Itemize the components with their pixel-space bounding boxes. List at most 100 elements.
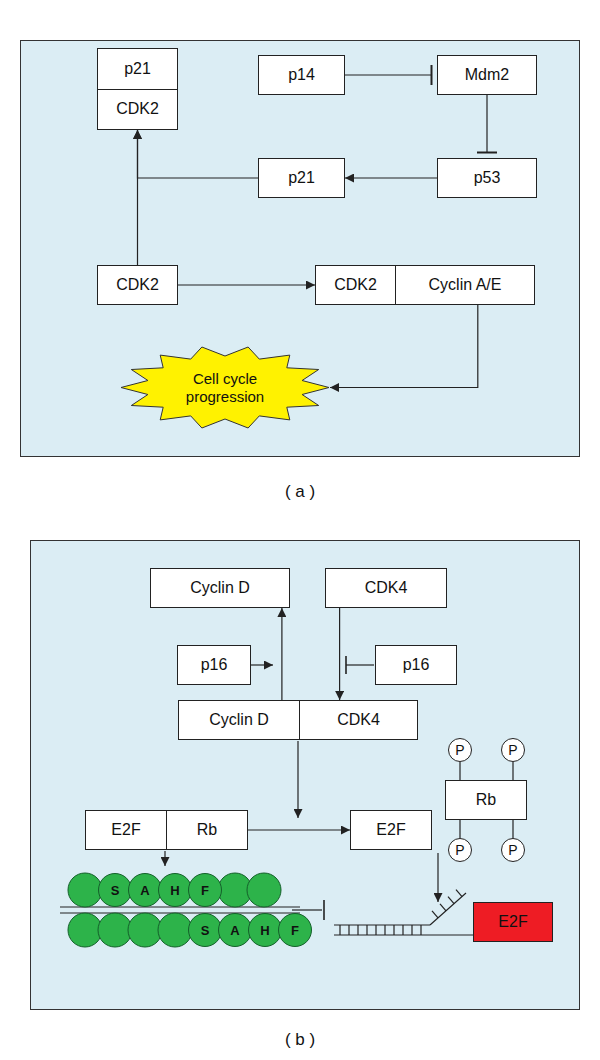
complex-box: Cyclin D CDK4	[178, 700, 418, 740]
complex-box: CDK2 Cyclin A/E	[315, 265, 535, 305]
box-cell: p16	[178, 646, 250, 684]
node-text: CDK4	[337, 711, 380, 729]
arrow-connector	[138, 130, 259, 178]
box-cell: p53	[438, 159, 536, 197]
node-text: Cyclin D	[209, 711, 269, 729]
node-text: P	[508, 742, 517, 758]
node-text: p14	[288, 66, 315, 84]
node-text: p21	[288, 169, 315, 187]
arrow-connector	[330, 305, 478, 388]
box-cell: Cyclin A/E	[395, 266, 534, 304]
arrow-connector	[512, 762, 513, 780]
arrow-connector	[512, 820, 513, 838]
arrow-connector	[459, 762, 460, 780]
nucleosome: A	[128, 873, 162, 907]
process-box: p16	[375, 645, 457, 685]
node-text: E2F	[111, 821, 140, 839]
box-cell: p21	[259, 159, 344, 197]
box-cell: p14	[259, 56, 344, 94]
node-text: p16	[403, 656, 430, 674]
node-text: p53	[474, 169, 501, 187]
node-text: P	[455, 742, 464, 758]
box-cell: Rb	[166, 811, 247, 849]
phosphate-circle: P	[448, 838, 472, 862]
node-text: A	[230, 923, 239, 938]
node-text: H	[170, 883, 179, 898]
node-text: CDK2	[334, 276, 377, 294]
box-cell: CDK2	[98, 89, 177, 130]
arrow-connector	[248, 829, 350, 830]
node-text: E2F	[498, 913, 527, 931]
arrow-connector	[281, 608, 282, 700]
nucleosome: S	[188, 913, 222, 947]
node-text: p21	[124, 60, 151, 78]
open-dna	[334, 890, 473, 935]
starburst: Cell cycle progression	[120, 345, 330, 430]
phosphate-circle: P	[448, 738, 472, 762]
node-text: Rb	[197, 821, 217, 839]
node-text: CDK2	[116, 100, 159, 118]
process-box: CDK2	[97, 265, 178, 305]
layout-arrows	[165, 656, 438, 920]
nucleosome: A	[218, 913, 252, 947]
box-cell: E2F	[86, 811, 166, 849]
gene-box: E2F	[473, 902, 553, 942]
node-text: P	[508, 842, 517, 858]
node-text: A	[140, 883, 149, 898]
nucleosome: S	[98, 873, 132, 907]
box-cell: E2F	[351, 811, 431, 849]
node-text: Mdm2	[465, 66, 509, 84]
box-cell: p21	[98, 49, 177, 89]
process-box: Cyclin D	[150, 568, 290, 608]
node-text: S	[111, 883, 120, 898]
nucleosome: F	[278, 913, 312, 947]
process-box: p53	[437, 158, 537, 198]
box-cell: CDK2	[98, 266, 177, 304]
arrow-connector	[339, 608, 340, 700]
node-text: E2F	[376, 821, 405, 839]
panel-label: ( a )	[285, 482, 315, 502]
box-cell: CDK4	[299, 701, 417, 739]
box-cell: Cyclin D	[179, 701, 299, 739]
process-box: Rb	[445, 780, 527, 820]
box-cell: Cyclin D	[151, 569, 289, 607]
phosphate-circle: P	[501, 838, 525, 862]
nucleosome: H	[248, 913, 282, 947]
arrow-connector	[345, 177, 437, 178]
inhibition-connector	[486, 95, 487, 153]
node-text: CDK2	[116, 276, 159, 294]
complex-box: p21CDK2	[97, 48, 178, 130]
box-cell: CDK4	[326, 569, 446, 607]
node-text: F	[201, 883, 209, 898]
node-text: CDK4	[365, 579, 408, 597]
inhibition-connector	[345, 74, 432, 75]
box-cell: CDK2	[316, 266, 395, 304]
node-text: Cell cycle progression	[166, 370, 284, 405]
node-text: H	[260, 923, 269, 938]
node-text: S	[201, 923, 210, 938]
node-text: P	[455, 842, 464, 858]
process-box: E2F	[350, 810, 432, 850]
box-cell: Mdm2	[438, 56, 536, 94]
process-box: p14	[258, 55, 345, 95]
complex-box: E2F Rb	[85, 810, 248, 850]
node-text: Cyclin D	[190, 579, 250, 597]
nucleosomes	[68, 873, 281, 947]
node-text: Rb	[476, 791, 496, 809]
panel-background	[21, 41, 580, 457]
node-text: F	[291, 923, 299, 938]
node-text: Cyclin A/E	[429, 276, 502, 294]
box-cell: Rb	[446, 781, 526, 819]
nucleosome: F	[188, 873, 222, 907]
process-box: p16	[177, 645, 251, 685]
panel-background	[31, 541, 580, 1010]
nucleosome: H	[158, 873, 192, 907]
box-cell: p16	[376, 646, 456, 684]
process-box: p21	[258, 158, 345, 198]
panel-label: ( b )	[285, 1030, 315, 1050]
process-box: CDK4	[325, 568, 447, 608]
arrow-connector	[178, 284, 315, 285]
phosphate-circle: P	[501, 738, 525, 762]
starburst-shape	[121, 347, 329, 428]
